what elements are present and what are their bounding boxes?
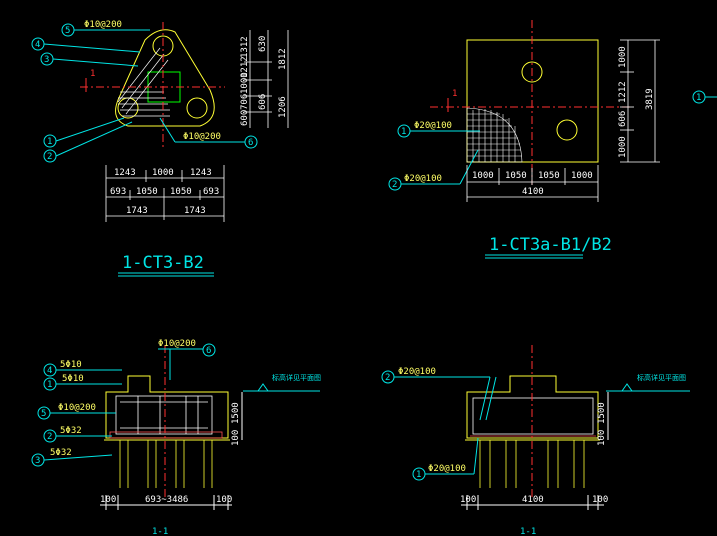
dim: 606 [258,94,268,110]
dim: 1743 [126,206,148,216]
dim: 100 [597,430,607,446]
dim: 1812 [278,48,288,70]
dim: 693 [110,187,126,197]
drawing-title: 1-CT3a-B1/B2 [489,235,612,255]
pile-circle [117,97,139,119]
dim: 1212 [240,56,250,78]
elevation-note: 标高详见平面图 [272,373,321,382]
rebar-label: Φ20@100 [398,367,436,377]
dim: 1243 [190,168,212,178]
plan-1: 1 5 Φ10@200 4 3 1 2 6 Φ10@200 [31,20,289,277]
pile-circle [186,97,208,119]
dim: 1000 [571,171,593,181]
dim: 1050 [505,171,527,181]
callout: 5 [41,409,46,419]
dim: 4100 [522,495,544,505]
dim: 693~3486 [145,495,188,505]
callout: 1 [696,93,701,103]
section-outline [466,375,599,439]
rebar-label: Φ10@200 [158,339,196,349]
dim: 100 [216,495,232,505]
drawing-title: 1-CT3-B2 [122,253,204,273]
dim: 100 [100,495,116,505]
callout: 3 [44,55,49,65]
section-outline [105,375,229,439]
dim: 1000 [618,136,628,158]
section-caption: 1-1 [520,527,536,536]
plan-2: 1 1 Φ20@100 2 Φ20@100 1000 1050 1050 100… [388,20,717,259]
dim: 693 [203,187,219,197]
callout: 1 [47,137,52,147]
dim: 4100 [522,187,544,197]
rebar-label: Φ10@200 [183,132,221,142]
rebar-label: Φ20@100 [414,121,452,131]
dim: 1000 [152,168,174,178]
callout: 6 [248,138,253,148]
callout: 3 [35,456,40,466]
dim: 1743 [184,206,206,216]
bar-label: Φ10@200 [58,403,96,413]
dim: 1312 [240,36,250,58]
callout: 6 [206,346,211,356]
dim: 1500 [597,402,607,424]
dim: 100 [592,495,608,505]
rebar-label: Φ10@200 [84,20,122,30]
dim: 1000 [240,72,250,94]
dim: 1050 [170,187,192,197]
bar-label: 5Φ10 [62,374,84,384]
rebar-label: Φ20@100 [404,174,442,184]
rebar-hatch [466,107,523,163]
dim: 1500 [231,402,241,424]
dim: 706 [240,94,250,110]
section-2: 2 Φ20@100 1 Φ20@100 标高详见平面图 1500 100 100… [381,345,690,536]
dim: 100 [231,430,241,446]
dim: 1243 [114,168,136,178]
section-caption: 1-1 [152,527,168,536]
bar-label: 5Φ32 [50,448,72,458]
dim: 1212 [618,81,628,103]
rebar-label: Φ20@100 [428,464,466,474]
elevation-note: 标高详见平面图 [637,373,686,382]
dim: 3819 [645,88,655,110]
callout: 5 [65,26,70,36]
callout: 2 [392,180,397,190]
callout: 2 [47,432,52,442]
dim: 1206 [278,96,288,118]
dim: 1050 [538,171,560,181]
callout: 1 [401,127,406,137]
section-mark: 1 [452,89,457,99]
dim: 100 [460,495,476,505]
dim: 1000 [618,46,628,68]
callout: 1 [416,470,421,480]
dim: 630 [258,36,268,52]
section-1: Φ10@200 6 4 5Φ10 1 5Φ10 5 Φ10@200 2 5Φ32… [31,339,321,536]
pile-cap-outline [115,29,215,127]
dim: 1050 [136,187,158,197]
dim: 606 [618,111,628,127]
callout: 2 [47,152,52,162]
dim: 1000 [472,171,494,181]
callout: 1 [47,380,52,390]
section-mark: 1 [90,69,95,79]
callout: 4 [47,366,52,376]
dim: 600 [240,110,250,126]
bar-label: 5Φ32 [60,426,82,436]
callout: 4 [35,40,40,50]
bar-label: 5Φ10 [60,360,82,370]
callout: 2 [385,373,390,383]
